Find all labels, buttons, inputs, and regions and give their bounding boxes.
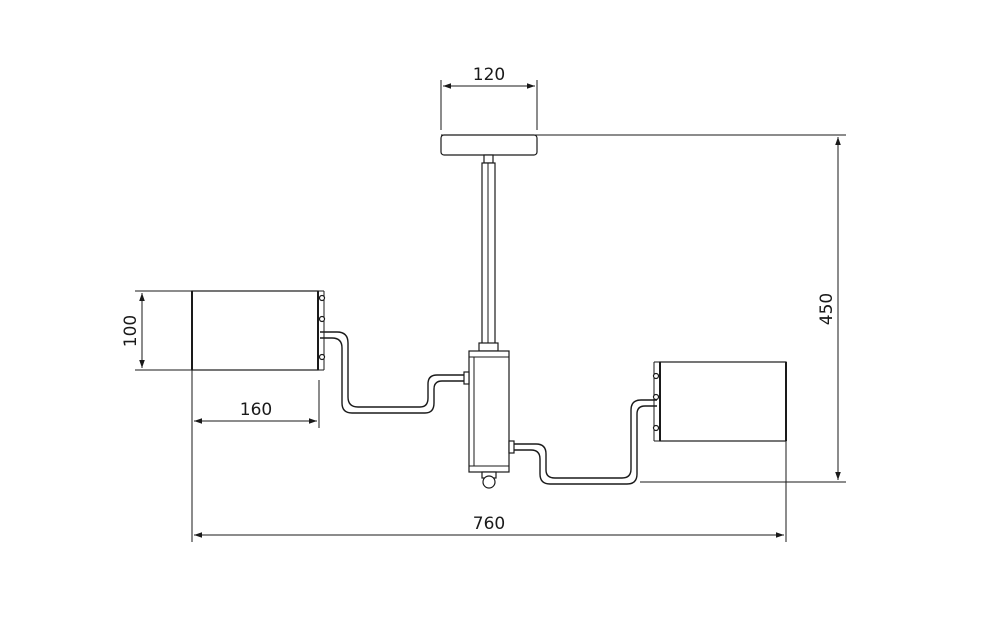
shade-width-dimension: 160 — [191, 370, 320, 428]
canopy-width-label: 120 — [473, 65, 505, 85]
stem-rod — [478, 154, 499, 352]
central-hub — [468, 350, 510, 489]
right-arm — [508, 399, 657, 485]
total-height-dimension: 450 — [537, 134, 846, 483]
right-lamp-shade — [652, 361, 787, 442]
total-width-dimension: 760 — [191, 428, 787, 542]
shade-width-label: 160 — [240, 400, 272, 420]
total-width-label: 760 — [473, 514, 505, 534]
shade-height-dimension: 100 — [121, 290, 192, 371]
canopy-width-dimension: 120 — [440, 65, 538, 130]
shade-height-label: 100 — [121, 315, 141, 347]
left-lamp-shade — [191, 290, 326, 371]
total-height-label: 450 — [817, 293, 837, 325]
ceiling-canopy — [440, 134, 538, 156]
left-arm — [320, 331, 470, 414]
